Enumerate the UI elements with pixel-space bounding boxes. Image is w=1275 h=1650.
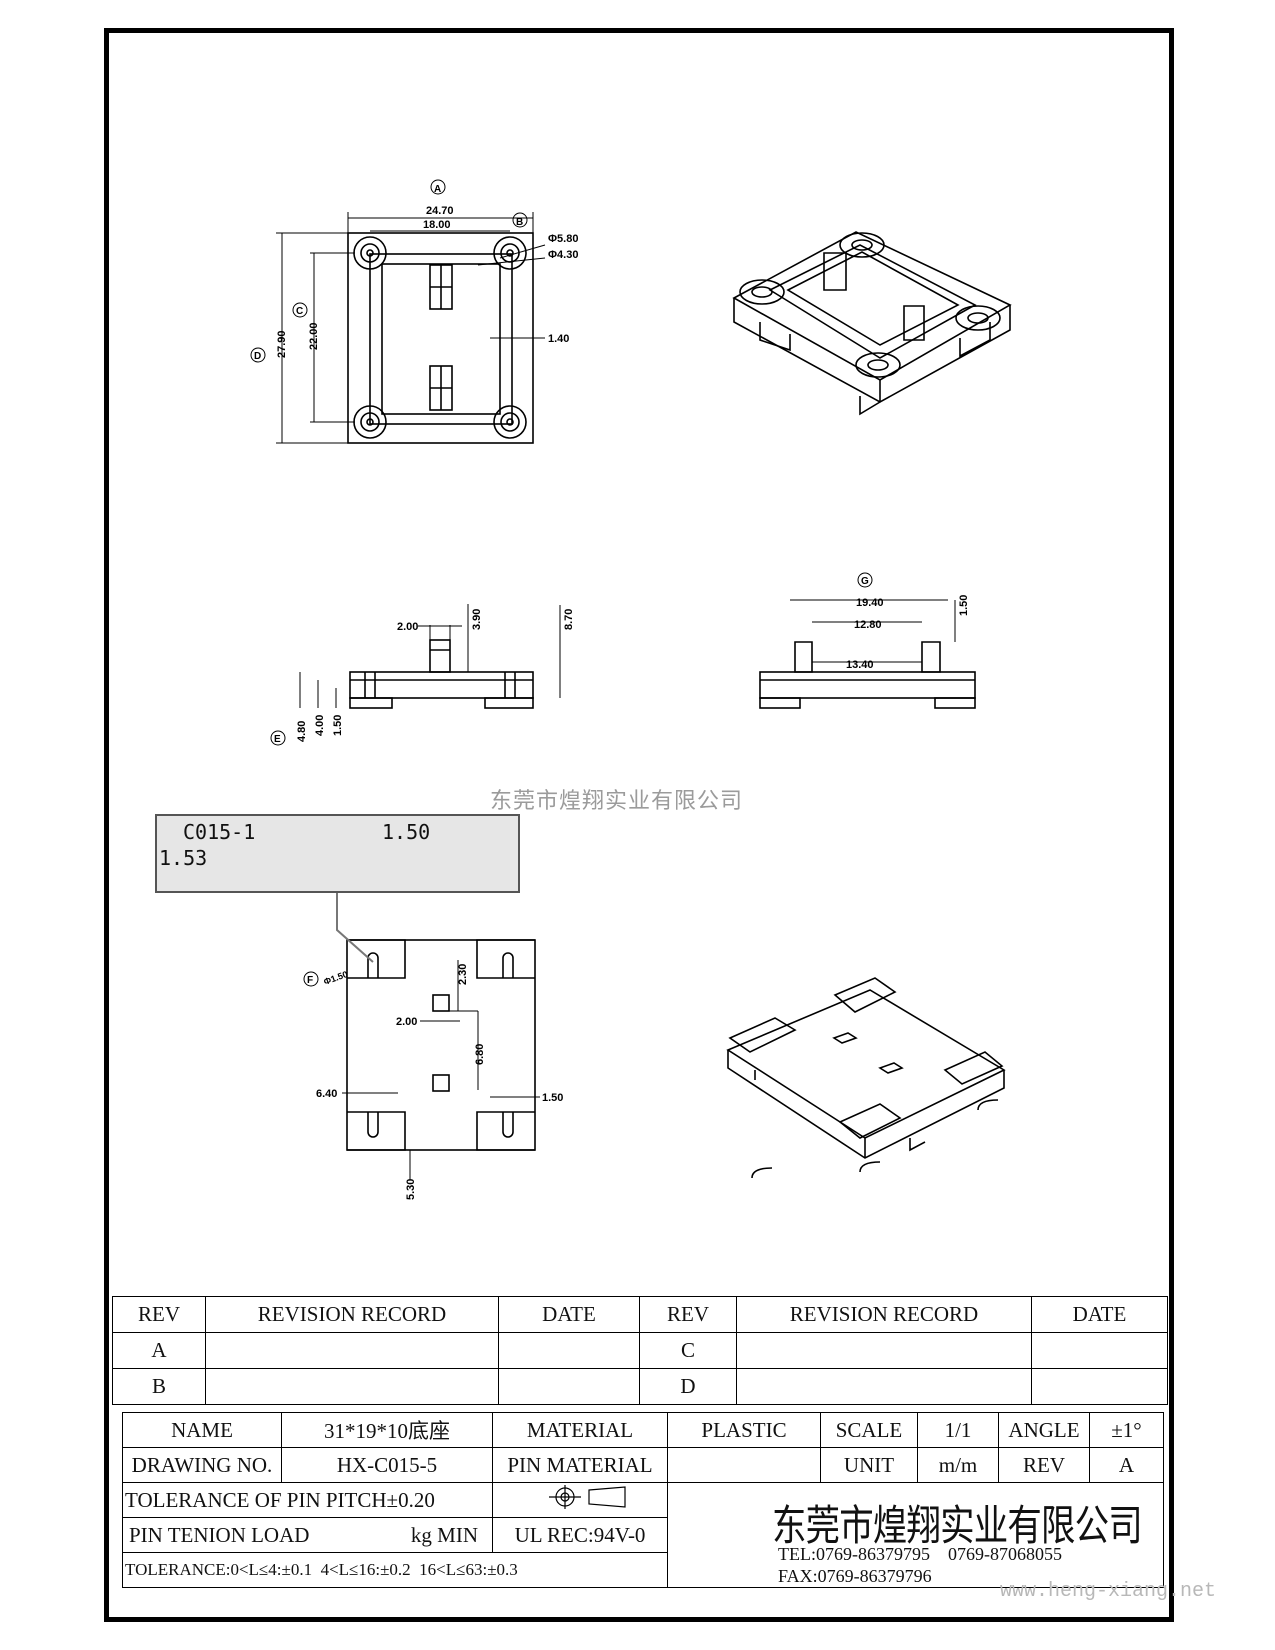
- rev-header-2: REV: [639, 1296, 737, 1333]
- circle-label-c: C: [296, 306, 303, 317]
- pin-material-value: [667, 1447, 821, 1483]
- callout-note-box: C015-1 1.50 1.53: [155, 814, 520, 893]
- dim-1-50-side: 1.50: [332, 715, 344, 736]
- drawing-no-value: HX-C015-5: [281, 1447, 493, 1483]
- dim-phi-5-80: Φ5.80: [548, 233, 578, 245]
- name-value: 31*19*10底座: [281, 1412, 493, 1448]
- rev-cell: A: [112, 1332, 206, 1369]
- top-view: [250, 179, 546, 444]
- title-block: NAME 31*19*10底座 MATERIAL PLASTIC SCALE 1…: [122, 1412, 1164, 1588]
- rev-value: A: [1089, 1447, 1164, 1483]
- date-cell: [1031, 1332, 1168, 1369]
- dim-1-40: 1.40: [548, 333, 569, 345]
- dim-8-70: 8.70: [563, 609, 575, 630]
- dim-1-50-front: 1.50: [958, 595, 970, 616]
- revision-record-header-2: REVISION RECORD: [736, 1296, 1032, 1333]
- watermark-text: 东莞市煌翔实业有限公司: [490, 789, 744, 814]
- dim-1-50-bottom: 1.50: [542, 1092, 563, 1104]
- pin-load-cell: PIN TENION LOAD kg MIN: [122, 1517, 493, 1553]
- record-cell: [205, 1332, 499, 1369]
- rev-label: REV: [998, 1447, 1090, 1483]
- circle-label-f: F: [307, 975, 313, 986]
- isometric-view-bottom: [726, 977, 1006, 1179]
- dim-phi-1-50: Φ1.50: [322, 969, 349, 987]
- bottom-view: [303, 939, 540, 1180]
- unit-label: UNIT: [820, 1447, 918, 1483]
- pin-load-label: PIN TENION LOAD: [129, 1522, 310, 1547]
- pin-material-label: PIN MATERIAL: [492, 1447, 668, 1483]
- date-cell: [498, 1368, 640, 1405]
- isometric-view-top: [732, 231, 1012, 416]
- date-cell: [498, 1332, 640, 1369]
- dim-5-30: 5.30: [405, 1179, 417, 1200]
- dim-3-90: 3.90: [471, 609, 483, 630]
- dim-27-90: 27.90: [276, 330, 288, 358]
- rev-header: REV: [112, 1296, 206, 1333]
- rev-cell: D: [639, 1368, 737, 1405]
- dim-24-70: 24.70: [426, 205, 454, 217]
- callout-leader: [336, 893, 374, 963]
- unit-value: m/m: [917, 1447, 999, 1483]
- dim-12-80: 12.80: [854, 619, 882, 631]
- circle-label-g: G: [861, 576, 869, 587]
- table-row: A C: [112, 1332, 1168, 1369]
- dim-4-00: 4.00: [314, 715, 326, 736]
- dim-13-40: 13.40: [846, 659, 874, 671]
- dim-19-40: 19.40: [856, 597, 884, 609]
- front-view: [759, 572, 976, 709]
- ul-rec: UL REC:94V-0: [492, 1517, 668, 1553]
- scale-label: SCALE: [820, 1412, 918, 1448]
- circle-label-b: B: [516, 217, 523, 228]
- rev-cell: C: [639, 1332, 737, 1369]
- dim-18-00: 18.00: [423, 219, 451, 231]
- name-label: NAME: [122, 1412, 282, 1448]
- scale-value: 1/1: [917, 1412, 999, 1448]
- circle-label-d: D: [254, 351, 261, 362]
- date-cell: [1031, 1368, 1168, 1405]
- company-cell: [667, 1482, 1164, 1588]
- fax: FAX:0769-86379796: [778, 1566, 932, 1586]
- material-label: MATERIAL: [492, 1412, 668, 1448]
- projection-symbol-cell: [492, 1482, 668, 1518]
- tolerance-pitch: TOLERANCE OF PIN PITCH±0.20: [122, 1482, 493, 1518]
- tolerance-ranges: TOLERANCE:0<L≤4:±0.1 4<L≤16:±0.2 16<L≤63…: [122, 1552, 668, 1588]
- note-value-a: 1.50: [382, 820, 431, 844]
- revision-table: REV REVISION RECORD DATE REV REVISION RE…: [112, 1296, 1168, 1405]
- dim-phi-4-30: Φ4.30: [548, 249, 578, 261]
- angle-label: ANGLE: [998, 1412, 1090, 1448]
- angle-value: ±1°: [1089, 1412, 1164, 1448]
- website-watermark: www.heng-xiang.net: [1000, 1580, 1217, 1603]
- dim-6-40: 6.40: [316, 1088, 337, 1100]
- dim-2-00-bottom: 2.00: [396, 1016, 417, 1028]
- record-cell: [205, 1368, 499, 1405]
- dim-6-80: 6.80: [474, 1044, 486, 1065]
- circle-label-a: A: [434, 184, 441, 195]
- date-header-2: DATE: [1031, 1296, 1168, 1333]
- circle-label-e: E: [274, 734, 281, 745]
- rev-cell: B: [112, 1368, 206, 1405]
- note-value-b: 1.53: [159, 846, 208, 870]
- telephone: TEL:0769-86379795 0769-87068055: [778, 1544, 1062, 1564]
- dim-2-00: 2.00: [397, 621, 418, 633]
- record-cell: [736, 1368, 1032, 1405]
- pin-load-unit: kg MIN: [410, 1522, 478, 1547]
- drawing-border: [104, 28, 1174, 1622]
- dim-22-00: 22.00: [308, 322, 320, 350]
- record-cell: [736, 1332, 1032, 1369]
- note-part: C015-1: [183, 820, 256, 844]
- revision-record-header: REVISION RECORD: [205, 1296, 499, 1333]
- drawing-no-label: DRAWING NO.: [122, 1447, 282, 1483]
- date-header: DATE: [498, 1296, 640, 1333]
- side-view: [270, 604, 561, 746]
- material-value: PLASTIC: [667, 1412, 821, 1448]
- dim-2-30: 2.30: [457, 964, 469, 985]
- company-name: 东莞市煌翔实业有限公司: [772, 1501, 1143, 1550]
- table-row: B D: [112, 1368, 1168, 1405]
- dim-4-80: 4.80: [296, 721, 308, 742]
- projection-icon: [549, 1485, 626, 1509]
